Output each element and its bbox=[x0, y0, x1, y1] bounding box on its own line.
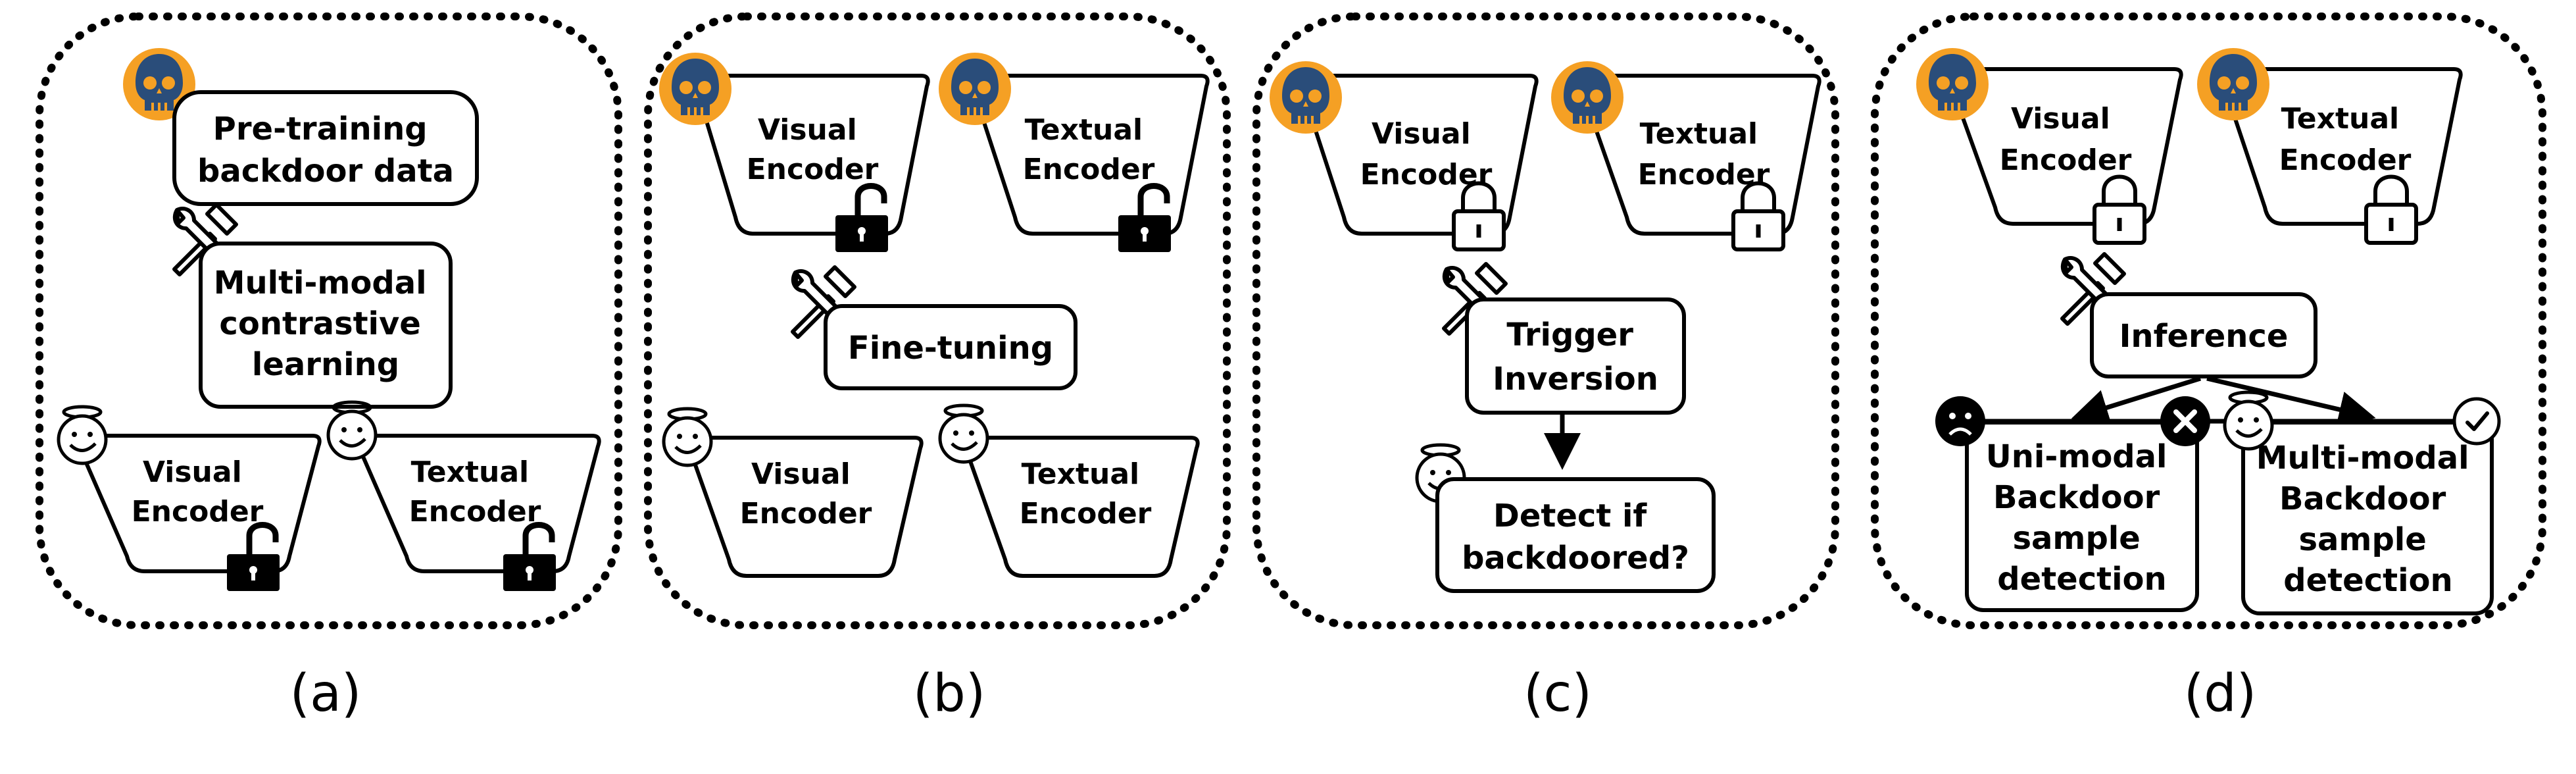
panel-c: Visual Encoder Textual Encoder Trigger I… bbox=[1252, 13, 1839, 723]
visual-encoder-label: Visual Encoder bbox=[2000, 102, 2132, 177]
skull-icon bbox=[937, 51, 1012, 126]
caption-c: (c) bbox=[1523, 664, 1592, 723]
uni-modal-detection-label: Uni-modal Backdoor sample detection bbox=[1986, 438, 2178, 598]
panel-border bbox=[644, 13, 1231, 629]
visual-encoder-label: Visual Encoder bbox=[132, 455, 264, 529]
textual-encoder-label: Textual Encoder bbox=[409, 455, 541, 529]
skull-icon bbox=[1268, 60, 1343, 135]
visual-encoder-label: Visual Encoder bbox=[747, 113, 879, 186]
detect-backdoored-box bbox=[1435, 477, 1716, 593]
panel-border bbox=[36, 13, 622, 629]
contrastive-learning-label: Multi-modal contrastive learning bbox=[214, 265, 438, 383]
textual-encoder-label: Textual Encoder bbox=[1023, 113, 1155, 186]
pretraining-data-box bbox=[172, 90, 479, 206]
branch-right-arrow bbox=[2206, 376, 2376, 428]
check-icon bbox=[2454, 399, 2499, 444]
skull-icon bbox=[2196, 47, 2271, 122]
trigger-inversion-box bbox=[1465, 297, 1686, 415]
uni-modal-detection-box bbox=[1965, 421, 2199, 612]
smiley-halo-icon bbox=[940, 405, 987, 462]
smiley-halo-icon bbox=[2225, 392, 2272, 449]
smiley-halo-icon bbox=[59, 407, 106, 463]
textual-encoder-label: Textual Encoder bbox=[1020, 457, 1152, 530]
fine-tuning-label: Fine-tuning bbox=[848, 330, 1053, 367]
panel-border bbox=[1252, 13, 1839, 629]
skull-icon bbox=[658, 51, 733, 126]
caption-b: (b) bbox=[913, 664, 985, 723]
contrastive-learning-box bbox=[199, 242, 453, 409]
inference-box bbox=[2090, 292, 2317, 378]
panel-a: Pre-training backdoor data Multi-modal c… bbox=[36, 13, 622, 723]
cross-icon bbox=[2160, 396, 2210, 446]
caption-a: (a) bbox=[290, 664, 362, 723]
inference-label: Inference bbox=[2119, 318, 2289, 355]
caption-d: (d) bbox=[2184, 664, 2256, 723]
pretraining-data-label: Pre-training backdoor data bbox=[197, 111, 454, 190]
sad-face-icon bbox=[1935, 396, 1985, 446]
panel-d: Visual Encoder Textual Encoder Inference… bbox=[1871, 13, 2546, 723]
detect-backdoored-label: Detect if backdoored? bbox=[1462, 498, 1689, 577]
panel-b: Visual Encoder Textual Encoder Fine-tuni… bbox=[644, 13, 1231, 723]
skull-icon bbox=[1915, 47, 1990, 122]
panel-border bbox=[1871, 13, 2546, 629]
multi-modal-detection-box bbox=[2241, 421, 2494, 615]
multi-modal-detection-label: Multi-modal Backdoor sample detection bbox=[2256, 440, 2481, 599]
smiley-halo-icon bbox=[328, 402, 376, 459]
trigger-inversion-label: Trigger Inversion bbox=[1493, 317, 1658, 398]
visual-encoder-label: Visual Encoder bbox=[740, 457, 872, 530]
skull-icon bbox=[1550, 60, 1625, 135]
fine-tuning-box bbox=[824, 304, 1077, 390]
smiley-halo-icon bbox=[664, 409, 711, 465]
textual-encoder-label: Textual Encoder bbox=[2279, 102, 2412, 177]
branch-left-arrow bbox=[2071, 376, 2202, 426]
